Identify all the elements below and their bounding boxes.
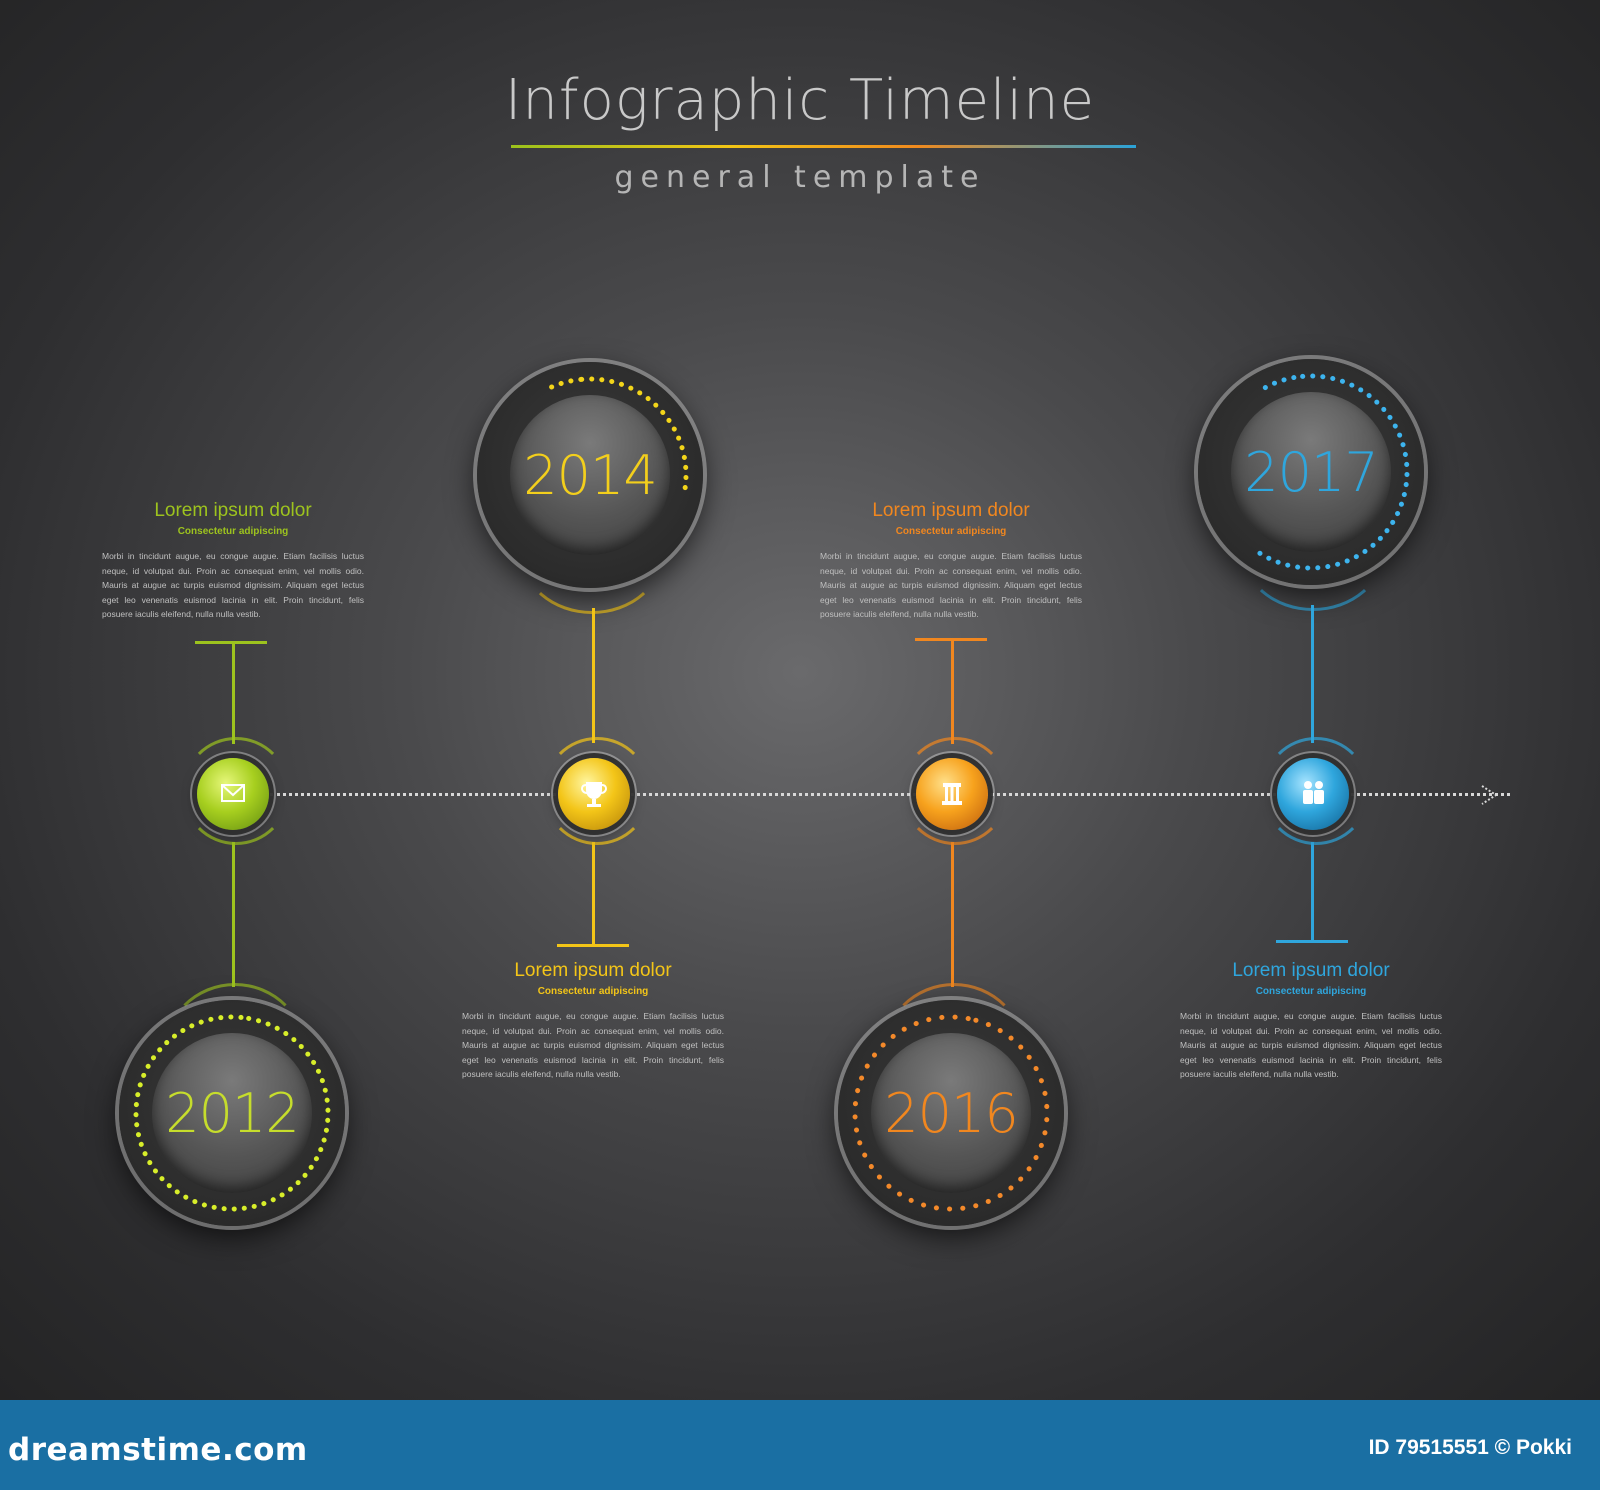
year-badge-2014: 2014 bbox=[477, 362, 703, 588]
node-2017 bbox=[1277, 758, 1349, 830]
block-body: Morbi in tincidunt augue, eu congue augu… bbox=[1180, 1011, 1442, 1079]
stem-bottom bbox=[1311, 842, 1314, 942]
people-icon bbox=[1303, 781, 1324, 804]
axis-arrow-icon bbox=[1478, 783, 1502, 807]
page-title: Infographic Timeline bbox=[504, 68, 1096, 133]
block-subheading: Consectetur adipiscing bbox=[177, 526, 289, 537]
text-block-2014: Lorem ipsum dolor Consectetur adipiscing… bbox=[462, 960, 724, 1082]
text-block-2012: Lorem ipsum dolor Consectetur adipiscing… bbox=[102, 500, 364, 622]
year-halo bbox=[162, 983, 308, 1129]
year-badge-glass bbox=[510, 395, 670, 555]
node-halo bbox=[543, 737, 651, 845]
timeline-axis bbox=[270, 793, 1510, 796]
stem-bottom bbox=[951, 842, 954, 987]
progress-dots-ring bbox=[133, 1014, 331, 1212]
year-badge-glass bbox=[871, 1033, 1031, 1193]
stem-top bbox=[232, 642, 235, 744]
year-badge-2016: 2016 bbox=[838, 1000, 1064, 1226]
trophy-icon bbox=[581, 782, 607, 807]
block-body: Morbi in tincidunt augue, eu congue augu… bbox=[462, 1011, 724, 1079]
node-2016 bbox=[916, 758, 988, 830]
stem-cap bbox=[1276, 940, 1348, 943]
year-badge-glass bbox=[152, 1033, 312, 1193]
stem-top bbox=[1311, 605, 1314, 743]
block-heading: Lorem ipsum dolor bbox=[872, 500, 1030, 521]
block-subheading: Consectetur adipiscing bbox=[537, 986, 649, 997]
text-block-2016: Lorem ipsum dolor Consectetur adipiscing… bbox=[820, 500, 1082, 622]
footer-brand[interactable]: dreamstime.com bbox=[8, 1432, 308, 1468]
title-underline bbox=[511, 145, 1136, 148]
footer-bar: dreamstime.com ID 79515551 © Pokki bbox=[0, 1400, 1600, 1490]
footer-id: ID 79515551 © Pokki bbox=[1368, 1436, 1572, 1459]
year-badge-2012: 2012 bbox=[119, 1000, 345, 1226]
block-body: Morbi in tincidunt augue, eu congue augu… bbox=[102, 551, 364, 619]
node-2014 bbox=[558, 758, 630, 830]
year-label: 2016 bbox=[884, 1082, 1018, 1145]
stem-bottom bbox=[232, 842, 235, 987]
year-badge-glass bbox=[1231, 392, 1391, 552]
node-2012 bbox=[197, 758, 269, 830]
text-block-2017: Lorem ipsum dolor Consectetur adipiscing… bbox=[1180, 960, 1442, 1082]
year-halo bbox=[881, 983, 1027, 1129]
envelope-icon bbox=[221, 784, 245, 802]
block-heading: Lorem ipsum dolor bbox=[1232, 960, 1390, 981]
progress-dots-ring bbox=[1212, 373, 1410, 571]
stem-top bbox=[951, 639, 954, 744]
stem-cap bbox=[195, 641, 267, 644]
stem-bottom bbox=[592, 842, 595, 946]
progress-dots-ring bbox=[491, 376, 689, 574]
year-label: 2014 bbox=[523, 444, 657, 507]
progress-dots-ring bbox=[852, 1014, 1050, 1212]
column-icon bbox=[942, 783, 962, 805]
year-label: 2017 bbox=[1244, 441, 1378, 504]
node-halo bbox=[901, 737, 1009, 845]
block-subheading: Consectetur adipiscing bbox=[1255, 986, 1367, 997]
block-body: Morbi in tincidunt augue, eu congue augu… bbox=[820, 551, 1082, 619]
block-heading: Lorem ipsum dolor bbox=[154, 500, 312, 521]
node-halo bbox=[1262, 737, 1370, 845]
year-label: 2012 bbox=[165, 1082, 299, 1145]
infographic-canvas: Infographic Timeline general template Lo… bbox=[0, 0, 1600, 1400]
stem-cap bbox=[557, 944, 629, 947]
block-heading: Lorem ipsum dolor bbox=[514, 960, 672, 981]
year-badge-2017: 2017 bbox=[1198, 359, 1424, 585]
stem-top bbox=[592, 608, 595, 743]
block-subheading: Consectetur adipiscing bbox=[895, 526, 1007, 537]
node-halo bbox=[182, 737, 290, 845]
page-subtitle: general template bbox=[614, 160, 986, 195]
